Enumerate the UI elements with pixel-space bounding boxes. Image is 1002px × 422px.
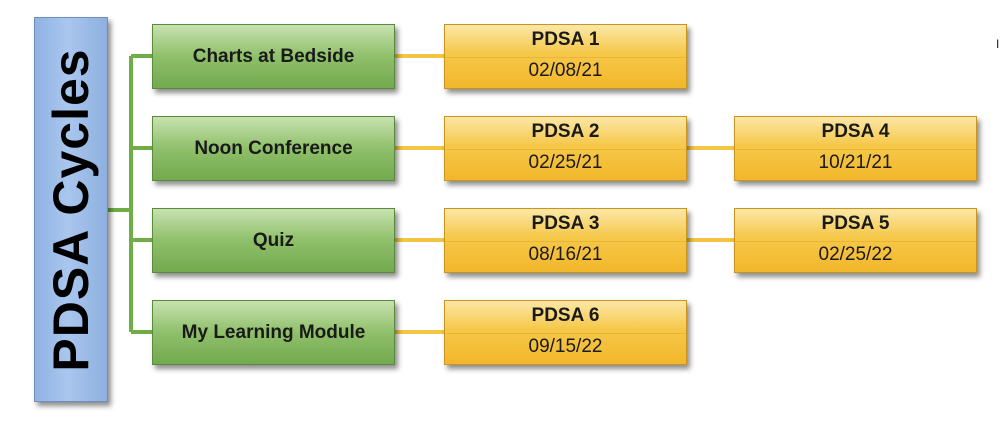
pdsa-name: PDSA 3 bbox=[531, 213, 600, 234]
pdsa-name: PDSA 4 bbox=[821, 121, 890, 142]
category-node-my-learning-module: My Learning Module bbox=[152, 300, 395, 365]
pdsa-node-4: PDSA 4 10/21/21 bbox=[734, 116, 977, 181]
pdsa-divider bbox=[735, 149, 976, 150]
pdsa-node-6: PDSA 6 09/15/22 bbox=[444, 300, 687, 365]
pdsa-divider bbox=[445, 241, 686, 242]
pdsa-name: PDSA 2 bbox=[531, 121, 600, 142]
pdsa-node-2: PDSA 2 02/25/21 bbox=[444, 116, 687, 181]
category-node-quiz: Quiz bbox=[152, 208, 395, 273]
category-label: My Learning Module bbox=[181, 321, 366, 343]
pdsa-divider bbox=[735, 241, 976, 242]
pdsa-name: PDSA 5 bbox=[821, 213, 890, 234]
pdsa-date: 02/25/22 bbox=[818, 244, 893, 265]
pdsa-date: 10/21/21 bbox=[818, 152, 893, 173]
category-label: Noon Conference bbox=[194, 137, 353, 159]
pdsa-divider bbox=[445, 333, 686, 334]
pdsa-divider bbox=[445, 57, 686, 58]
pdsa-name: PDSA 6 bbox=[531, 305, 600, 326]
pdsa-divider bbox=[445, 149, 686, 150]
pdsa-name: PDSA 1 bbox=[531, 29, 600, 50]
pdsa-node-1: PDSA 1 02/08/21 bbox=[444, 24, 687, 89]
category-label: Quiz bbox=[252, 229, 295, 251]
pdsa-date: 02/08/21 bbox=[528, 60, 603, 81]
category-node-noon-conference: Noon Conference bbox=[152, 116, 395, 181]
category-node-charts-at-bedside: Charts at Bedside bbox=[152, 24, 395, 89]
pdsa-node-3: PDSA 3 08/16/21 bbox=[444, 208, 687, 273]
root-node: PDSA Cycles bbox=[34, 17, 108, 402]
pdsa-date: 02/25/21 bbox=[528, 152, 603, 173]
pdsa-date: 08/16/21 bbox=[528, 244, 603, 265]
root-label: PDSA Cycles bbox=[43, 47, 99, 372]
category-label: Charts at Bedside bbox=[192, 45, 355, 67]
clipped-edge-text: I bbox=[996, 37, 1000, 51]
pdsa-node-5: PDSA 5 02/25/22 bbox=[734, 208, 977, 273]
pdsa-date: 09/15/22 bbox=[528, 336, 603, 357]
